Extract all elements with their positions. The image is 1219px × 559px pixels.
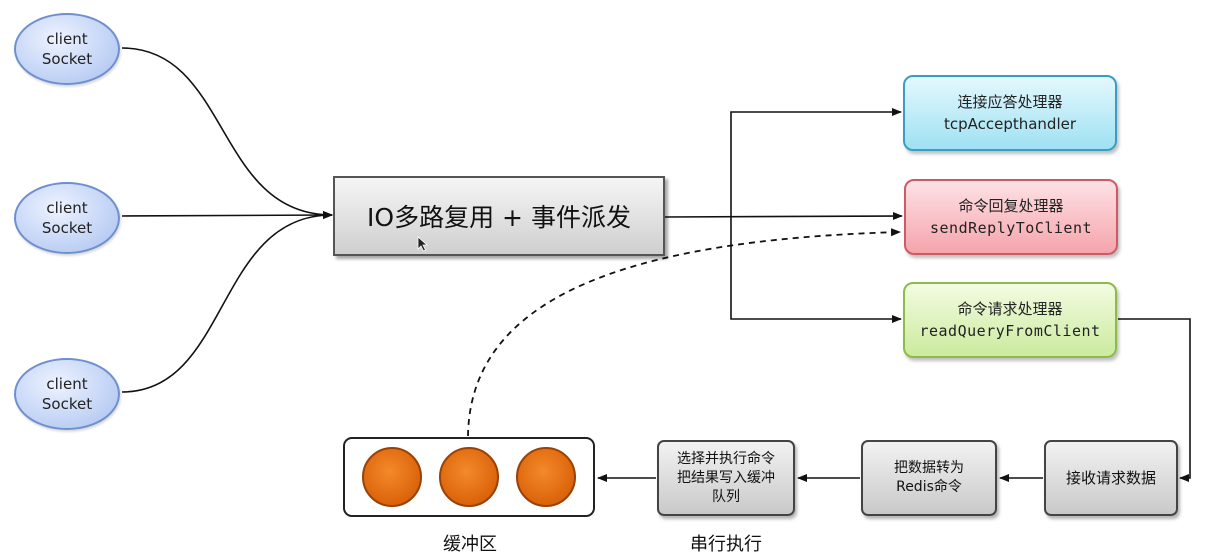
client-1-connector (121, 47, 333, 219)
accept-handler-function: tcpAccepthandler (943, 115, 1077, 133)
client-socket-label: client (46, 30, 88, 48)
receive-data-label: 接收请求数据 (1065, 468, 1156, 487)
io-multiplexing-label: IO多路复用 + 事件派发 (367, 203, 631, 232)
mux-to-accept-connector (730, 108, 902, 217)
accept-handler-title: 连接应答处理器 (957, 93, 1063, 111)
client-socket-label: Socket (41, 219, 93, 237)
client-socket-label: client (46, 375, 88, 393)
query-handler-function: readQueryFromClient (919, 322, 1101, 340)
execute-command-label: 把结果写入缓冲 (677, 469, 775, 486)
execute-command-label: 选择并执行命令 (677, 450, 775, 467)
mouse-pointer-icon (417, 236, 429, 252)
buffer-to-reply-dashed-connector (467, 228, 901, 437)
execute-command-step: 选择并执行命令 把结果写入缓冲 队列 (657, 440, 795, 516)
mux-to-reply-connector (664, 212, 903, 221)
receive-data-step: 接收请求数据 (1044, 440, 1178, 516)
client-2-connector (121, 211, 333, 220)
convert-command-label: Redis命令 (896, 479, 962, 495)
query-to-receive-connector (1118, 318, 1191, 482)
reply-handler-box: 命令回复处理器 sendReplyToClient (904, 179, 1118, 255)
query-handler-title: 命令请求处理器 (957, 300, 1063, 318)
query-handler-box: 命令请求处理器 readQueryFromClient (903, 282, 1117, 358)
convert-command-step: 把数据转为 Redis命令 (861, 440, 997, 516)
client-socket-label: Socket (41, 50, 93, 68)
reply-handler-title: 命令回复处理器 (958, 197, 1064, 215)
io-multiplexing-box: IO多路复用 + 事件派发 (333, 176, 665, 256)
buffer-item (439, 447, 499, 507)
client-socket-2: client Socket (14, 182, 120, 254)
buffer-caption: 缓冲区 (443, 534, 497, 555)
client-socket-label: Socket (41, 395, 93, 413)
mux-to-query-connector (730, 217, 902, 323)
client-socket-3: client Socket (14, 358, 120, 430)
buffer-item (362, 447, 422, 507)
output-buffer (343, 437, 595, 517)
client-socket-label: client (46, 199, 88, 217)
convert-command-label: 把数据转为 (894, 460, 964, 476)
accept-handler-box: 连接应答处理器 tcpAccepthandler (903, 75, 1117, 151)
reply-handler-function: sendReplyToClient (929, 219, 1093, 237)
client-3-connector (121, 211, 333, 393)
serial-execution-caption: 串行执行 (690, 534, 762, 555)
buffer-item (516, 447, 576, 507)
execute-command-label: 队列 (712, 488, 740, 505)
client-socket-1: client Socket (14, 13, 120, 85)
